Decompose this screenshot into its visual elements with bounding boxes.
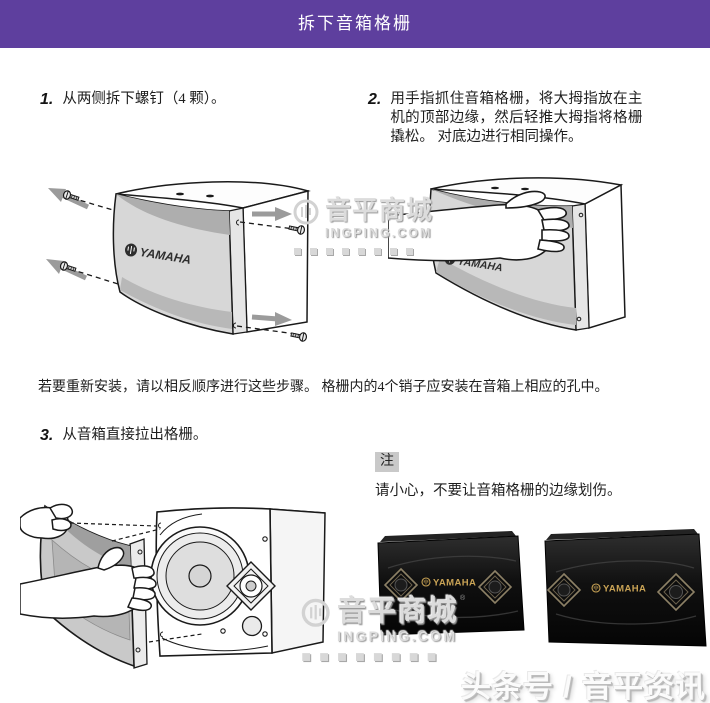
dashed-line: [69, 522, 203, 643]
ingping-logo-icon: [293, 199, 319, 225]
step-1-number: 1.: [40, 91, 54, 108]
top-hole: [206, 194, 214, 198]
dashed-line: [69, 197, 297, 335]
reinstall-note: 若要重新安装，请以相反顺序进行这些步骤。 格栅内的4个销子应安装在音箱上相应的孔…: [38, 380, 609, 395]
page-header: 拆下音箱格栅: [0, 0, 710, 48]
note-text: 请小心，不要让音箱格栅的边缘划伤。: [375, 483, 622, 499]
hand-icon: [388, 190, 570, 262]
speaker-photo-left: YAMAHA ®: [377, 531, 525, 636]
screw-icon: [62, 190, 80, 201]
tweeter: [477, 569, 513, 605]
ingping-logo-icon: [301, 598, 330, 627]
watermark-domain: INGPING.COM: [336, 628, 458, 645]
speaker-photo-right: YAMAHA: [544, 529, 707, 647]
step-1: 1. 从两侧拆下螺钉（4 颗）。: [40, 90, 225, 109]
step-2-text: 用手指抓住音箱格栅，将大拇指放在主机的顶部边缘，然后轻推大拇指将格栅撬松。 对底…: [390, 91, 643, 145]
watermark-tagline: [292, 248, 433, 255]
screw-icon: [290, 332, 308, 342]
screw-icon: [288, 225, 306, 235]
watermark-store-name: 音平商城: [336, 593, 458, 628]
ingping-watermark: 音平商城 INGPING.COM: [292, 197, 433, 255]
svg-text:YAMAHA: YAMAHA: [603, 584, 646, 595]
tweeter: [226, 561, 276, 611]
tweeter: [383, 567, 419, 603]
figure-step1-remove-screws: YAMAHA: [46, 181, 311, 342]
step-1-text: 从两侧拆下螺钉（4 颗）。: [62, 91, 226, 107]
watermark-tagline: [300, 653, 458, 661]
figure-step2-grip-grille: YAMAHA: [388, 177, 626, 331]
top-hole: [176, 192, 184, 196]
screw-icon: [59, 261, 77, 272]
watermark-domain: INGPING.COM: [325, 226, 433, 240]
step-3-number: 3.: [40, 427, 54, 444]
tweeter: [656, 572, 696, 612]
step-3: 3. 从音箱直接拉出格栅。: [40, 426, 207, 445]
yamaha-logo: YAMAHA: [421, 577, 476, 589]
yamaha-logo: YAMAHA: [591, 583, 646, 595]
speaker-photos: YAMAHA ® YAMAHA: [377, 529, 707, 647]
note-label: 注: [375, 452, 399, 472]
svg-text:YAMAHA: YAMAHA: [433, 578, 476, 589]
woofer: [150, 526, 250, 626]
registered-mark: ®: [460, 594, 466, 602]
ingping-watermark: 音平商城 INGPING.COM: [300, 596, 458, 661]
step-2-number: 2.: [368, 91, 382, 108]
tweeter: [546, 572, 582, 608]
figure-step3-pull-grille: [20, 503, 326, 669]
page-title: 拆下音箱格栅: [298, 14, 412, 33]
watermark-store-name: 音平商城: [325, 195, 434, 225]
bass-port: [241, 615, 263, 637]
hand-icon: [20, 503, 157, 619]
bottom-right-watermark: 头条号 / 音平资讯: [460, 671, 706, 703]
step-3-text: 从音箱直接拉出格栅。: [62, 427, 208, 443]
step-2: 2. 用手指抓住音箱格栅，将大拇指放在主机的顶部边缘，然后轻推大拇指将格栅撬松。…: [368, 90, 642, 147]
